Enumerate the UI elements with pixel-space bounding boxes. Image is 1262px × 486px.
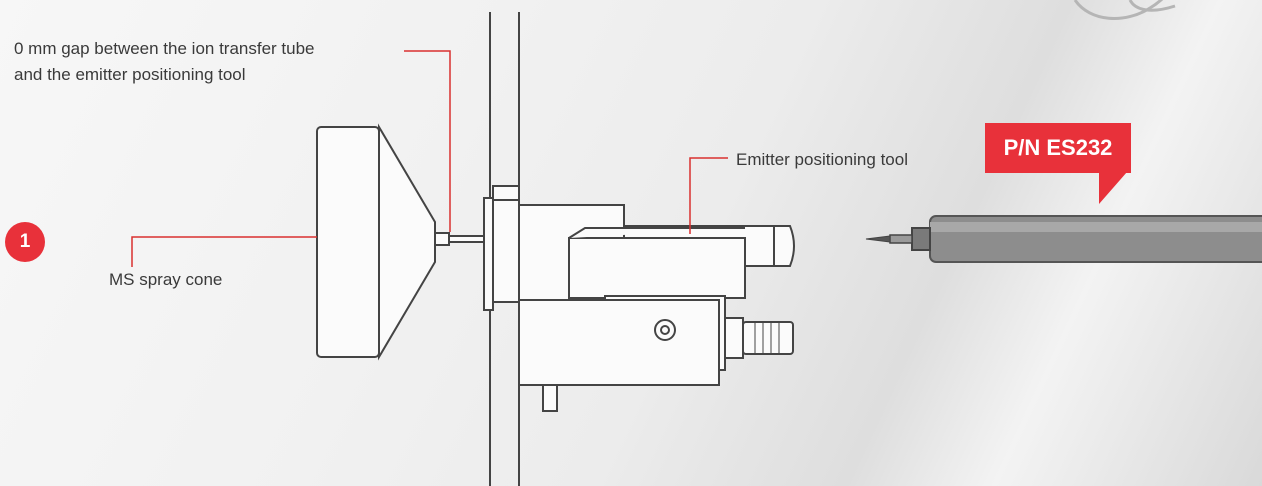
spray-cone-leader xyxy=(131,236,317,267)
spray-cone-label: MS spray cone xyxy=(109,270,223,289)
leader-lines xyxy=(131,50,728,267)
emitter-tool-label: Emitter positioning tool xyxy=(736,150,908,169)
step-badge: 1 xyxy=(5,222,45,262)
emitter-positioning-tool xyxy=(483,185,795,412)
part-number-badge: P/N ES232 xyxy=(985,123,1131,173)
swirl-logo-icon xyxy=(1073,0,1176,20)
ms-spray-cone xyxy=(316,123,486,361)
emitter-tube xyxy=(865,215,1262,263)
gap-label-line1: 0 mm gap between the ion transfer tube xyxy=(14,39,315,58)
emitter-tool-leader xyxy=(689,157,728,234)
gap-label-line2: and the emitter positioning tool xyxy=(14,65,246,84)
part-number-badge-tail xyxy=(1099,172,1127,204)
gap-leader xyxy=(404,50,451,232)
